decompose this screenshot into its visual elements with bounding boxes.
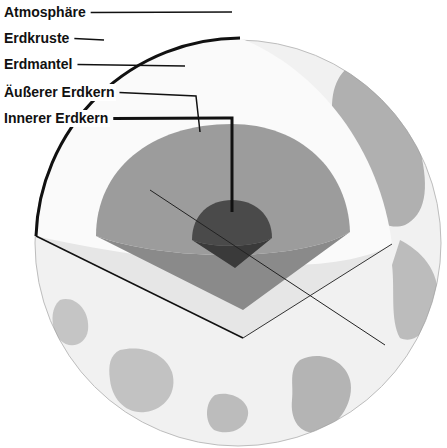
layer-label: Äußerer Erdkern: [2, 84, 116, 101]
layer-label: Erdmantel: [2, 56, 74, 73]
leader-line: [74, 39, 104, 41]
leader-line: [119, 93, 200, 133]
leader-line: [113, 118, 232, 212]
layer-label: Innerer Erdkern: [2, 110, 110, 127]
plane-line: [150, 190, 385, 345]
outer-core: [96, 124, 350, 255]
leader-line: [77, 65, 185, 67]
leader-line: [91, 11, 232, 13]
layer-label: Atmosphäre: [2, 4, 88, 21]
layer-label: Erdkruste: [2, 30, 71, 47]
inner-core-floor: [192, 238, 272, 268]
cut-edge: [36, 236, 243, 338]
cut-edge: [243, 244, 392, 338]
cut-face: [36, 38, 392, 338]
